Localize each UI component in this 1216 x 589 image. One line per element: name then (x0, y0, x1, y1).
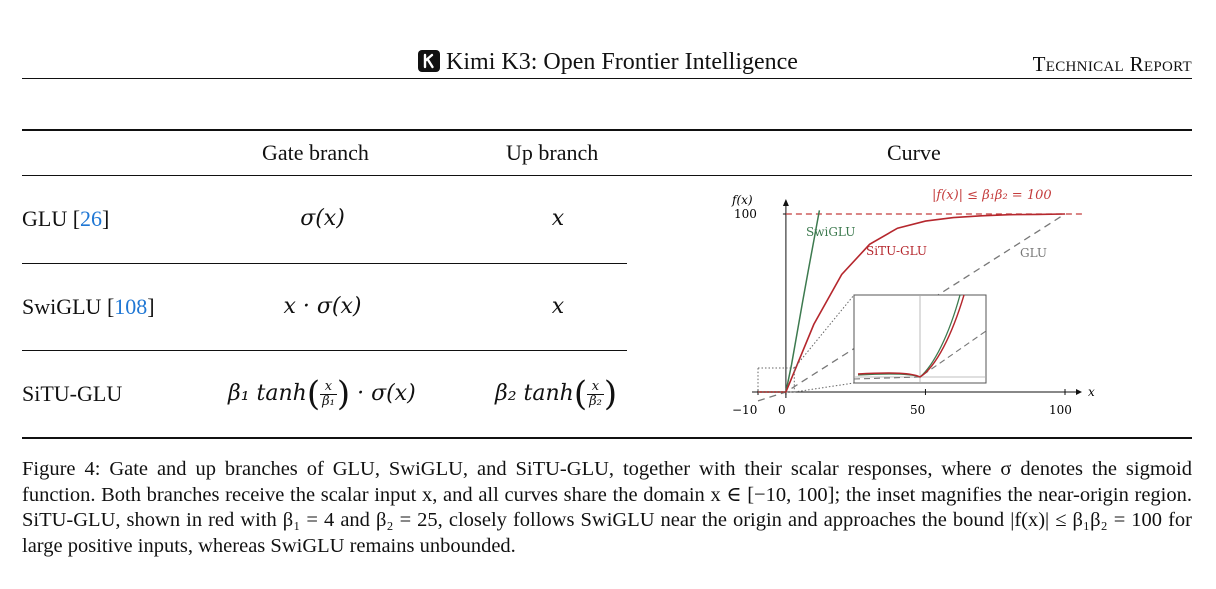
row-name: GLU (22, 206, 68, 231)
inset-situ-glu (857, 294, 965, 378)
x-tick-label: 50 (910, 403, 925, 417)
bound-label: |f(x)| ≤ β₁β₂ = 100 (932, 188, 1052, 203)
y-axis-label: f(x) (731, 193, 753, 207)
table-row: SwiGLU [108] (22, 294, 155, 319)
row-divider (22, 350, 627, 351)
inset-glu (853, 330, 987, 380)
series-label-situ-glu: SiTU-GLU (866, 244, 927, 258)
kimi-logo-icon (418, 50, 441, 72)
series-label-swiglu: SwiGLU (806, 225, 855, 239)
paper-title: Kimi K3: Open Frontier Intelligence (446, 49, 798, 75)
header-rule (22, 78, 1192, 79)
x-tick-label: −10 (732, 403, 757, 417)
running-header-title: Kimi K3: Open Frontier Intelligence (0, 48, 1216, 76)
gate-formula: x · σ(x) (283, 294, 362, 319)
x-tick-label: 100 (1049, 403, 1072, 417)
citation-link[interactable]: 108 (114, 294, 148, 319)
row-divider (22, 263, 627, 264)
table-header-rule (22, 175, 1192, 176)
up-formula: x (551, 206, 565, 231)
row-name: SiTU-GLU (22, 381, 123, 406)
table-row: SiTU-GLU (22, 381, 122, 407)
y-tick-label: 100 (734, 207, 757, 221)
table-row: GLU [26] (22, 206, 110, 231)
series-line-situ-glu (758, 213, 1066, 393)
inset-connector (794, 382, 855, 393)
zoom-region-box (757, 367, 795, 393)
technical-report-label: TECHNICAL REPORT (1032, 52, 1192, 76)
table-bottom-rule (22, 437, 1192, 439)
gate-formula: σ(x) (300, 206, 345, 231)
up-formula: x (551, 294, 565, 319)
x-axis-arrow (1076, 389, 1082, 395)
x-axis-label: x (1088, 385, 1095, 399)
y-axis-arrow (782, 199, 789, 206)
citation-link[interactable]: 26 (80, 206, 103, 231)
column-header-gate: Gate branch (262, 140, 369, 165)
column-header-up: Up branch (506, 140, 599, 165)
column-header-curve: Curve (887, 140, 941, 165)
activation-curve-chart: f(x) x 100 −10 0 50 100 |f(x)| ≤ β₁β₂ = … (731, 188, 1095, 417)
series-label-glu: GLU (1020, 246, 1047, 260)
figure-caption: Figure 4: Gate and up branches of GLU, S… (22, 458, 1192, 557)
x-tick-label: 0 (778, 403, 786, 417)
row-name: SwiGLU (22, 294, 102, 319)
table-top-rule (22, 129, 1192, 131)
